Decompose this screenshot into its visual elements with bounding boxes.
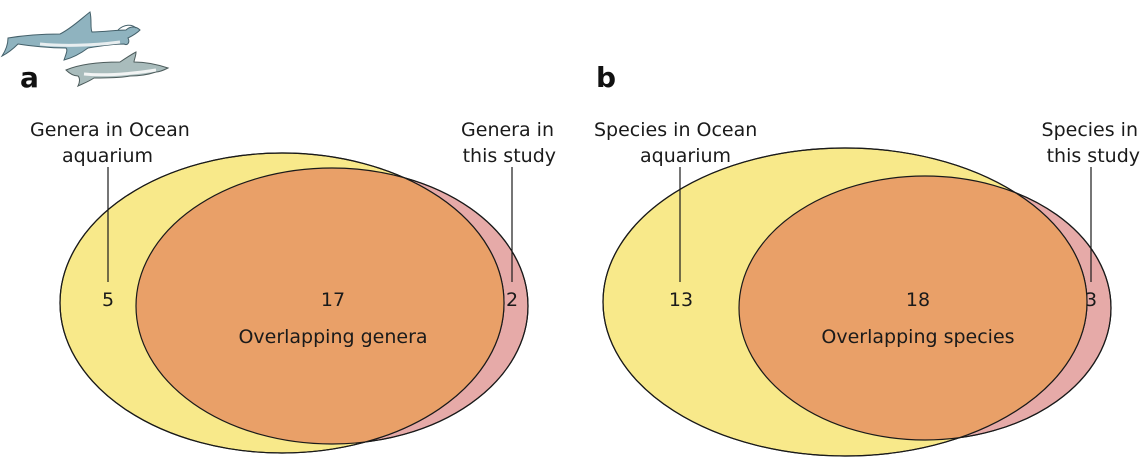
right-only-count: 3 [1085, 289, 1097, 311]
venn-panel-a: a Genera in Ocean aquarium Genera in thi… [20, 61, 556, 454]
panel-letter: b [596, 61, 616, 94]
overlap-label: Overlapping genera [238, 326, 427, 348]
hammerhead-shark-icon [0, 11, 141, 61]
this-study-label-line2: this study [1047, 145, 1140, 167]
right-only-count: 2 [506, 289, 518, 311]
ocean-aquarium-label-line1: Species in Ocean [594, 119, 757, 141]
this-study-label-line1: Species in [1042, 119, 1138, 141]
left-only-count: 13 [669, 289, 693, 311]
overlap-region [739, 176, 1087, 440]
left-only-count: 5 [102, 289, 114, 311]
ocean-aquarium-set-outline [59, 152, 505, 454]
ocean-aquarium-label-line1: Genera in Ocean [30, 119, 190, 141]
overlap-count: 17 [321, 289, 345, 311]
ocean-aquarium-label-line2: aquarium [62, 145, 153, 167]
overlap-label: Overlapping species [821, 326, 1014, 348]
overlap-count: 18 [906, 289, 930, 311]
ocean-aquarium-set-outline [602, 147, 1088, 457]
ocean-aquarium-label-line2: aquarium [640, 145, 731, 167]
venn-panel-b: b Species in Ocean aquarium Species in t… [594, 61, 1140, 457]
this-study-label-line2: this study [463, 145, 556, 167]
this-study-set-outline [738, 175, 1112, 441]
this-study-label-line1: Genera in [461, 119, 554, 141]
panel-letter: a [20, 61, 39, 94]
overlap-region [136, 168, 504, 444]
this-study-set-outline [135, 167, 529, 445]
shark-icon [65, 51, 170, 88]
